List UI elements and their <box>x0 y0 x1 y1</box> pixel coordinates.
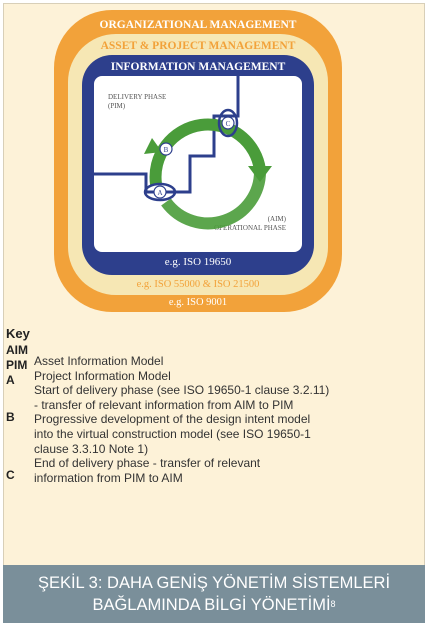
caption-footnote: 8 <box>330 599 336 609</box>
key-def-aim: Asset Information Model <box>34 354 164 368</box>
delivery-phase-label: DELIVERY PHASE <box>108 93 166 101</box>
key-label-a: A <box>6 373 15 387</box>
iso-19650-label: e.g. ISO 19650 <box>165 256 232 268</box>
key-label-b: B <box>6 410 15 424</box>
phase-divider-line <box>94 76 240 194</box>
key-def-a-line1: Start of delivery phase (see ISO 19650-1… <box>34 383 330 398</box>
aim-label: (AIM) <box>268 215 287 223</box>
marker-a-ring <box>143 182 177 202</box>
lifecycle-arrowhead-up <box>144 138 162 154</box>
caption-line-2: BAĞLAMINDA BİLGİ YÖNETİMİ8 <box>3 594 425 616</box>
key-def-c-line1: End of delivery phase - transfer of rele… <box>34 456 261 471</box>
organizational-layer-label: ORGANIZATIONAL MANAGEMENT <box>100 19 297 31</box>
marker-a <box>153 185 167 199</box>
marker-c-ring <box>217 108 239 138</box>
pim-label: (PIM) <box>108 102 126 110</box>
marker-a-label: A <box>157 189 162 197</box>
asset-project-layer-label: ASSET & PROJECT MANAGEMENT <box>101 40 296 52</box>
iso-9001-label: e.g. ISO 9001 <box>169 297 227 308</box>
key-def-c-line2: information from PIM to AIM <box>34 470 183 485</box>
key-def-a-line2: - transfer of relevant information from … <box>34 397 294 412</box>
caption-line-1: ŞEKİL 3: DAHA GENİŞ YÖNETİM SİSTEMLERİ <box>37 574 391 592</box>
iso-55000-label: e.g. ISO 55000 & ISO 21500 <box>137 279 260 290</box>
figure-caption: ŞEKİL 3: DAHA GENİŞ YÖNETİM SİSTEMLERİ B… <box>3 565 425 623</box>
information-management-label: INFORMATION MANAGEMENT <box>111 61 286 73</box>
key-def-b-line1: Progressive development of the design in… <box>34 412 311 427</box>
caption-line-2-text: BAĞLAMINDA BİLGİ YÖNETİMİ <box>92 596 331 614</box>
key-def-b-line3: clause 3.3.10 Note 1) <box>34 441 149 456</box>
key-def-pim: Project Information Model <box>34 368 171 383</box>
key-label-pim: PIM <box>6 358 28 372</box>
key-label-c: C <box>6 468 15 482</box>
operational-phase-label: OPERATIONAL PHASE <box>214 224 286 232</box>
lifecycle-arrowhead-down <box>248 166 272 182</box>
information-management-diagram: ORGANIZATIONAL MANAGEMENT e.g. ISO 9001 … <box>54 10 342 312</box>
marker-b <box>159 142 173 156</box>
marker-c <box>221 116 235 130</box>
marker-c-label: C <box>226 120 231 128</box>
lifecycle-arrow <box>149 118 266 185</box>
marker-b-label: B <box>164 146 169 154</box>
key-def-b-line2: into the virtual construction model (see… <box>34 426 311 441</box>
key-definitions: Asset Information Model Project Informat… <box>34 354 418 485</box>
lifecycle-arrow-lower <box>161 169 267 230</box>
key-title: Key <box>6 326 30 341</box>
key-label-aim: AIM <box>6 343 28 357</box>
